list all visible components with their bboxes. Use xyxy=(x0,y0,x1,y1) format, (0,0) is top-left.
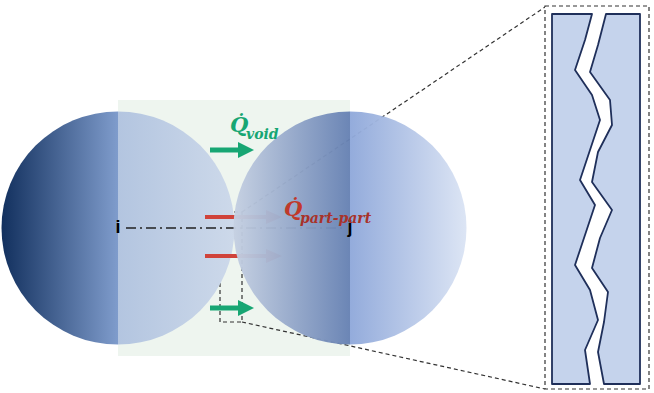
arrow-head xyxy=(238,142,254,158)
heat-symbol: Q̇ xyxy=(284,196,302,221)
subscript-label: part-part xyxy=(300,210,371,226)
particle-circle: i xyxy=(1,111,235,345)
particle-shape xyxy=(2,112,235,345)
particle-label: i xyxy=(115,217,120,238)
void-arrow xyxy=(210,148,240,153)
heat-symbol: Q̇ xyxy=(230,112,248,137)
zoom-box xyxy=(545,6,649,389)
subscript-label: void xyxy=(246,126,279,142)
void-arrow xyxy=(210,306,240,311)
particle-shape xyxy=(234,112,467,345)
arrow-head xyxy=(238,300,254,316)
rough-surface-right xyxy=(590,14,640,384)
particle-circle: j xyxy=(233,111,467,345)
